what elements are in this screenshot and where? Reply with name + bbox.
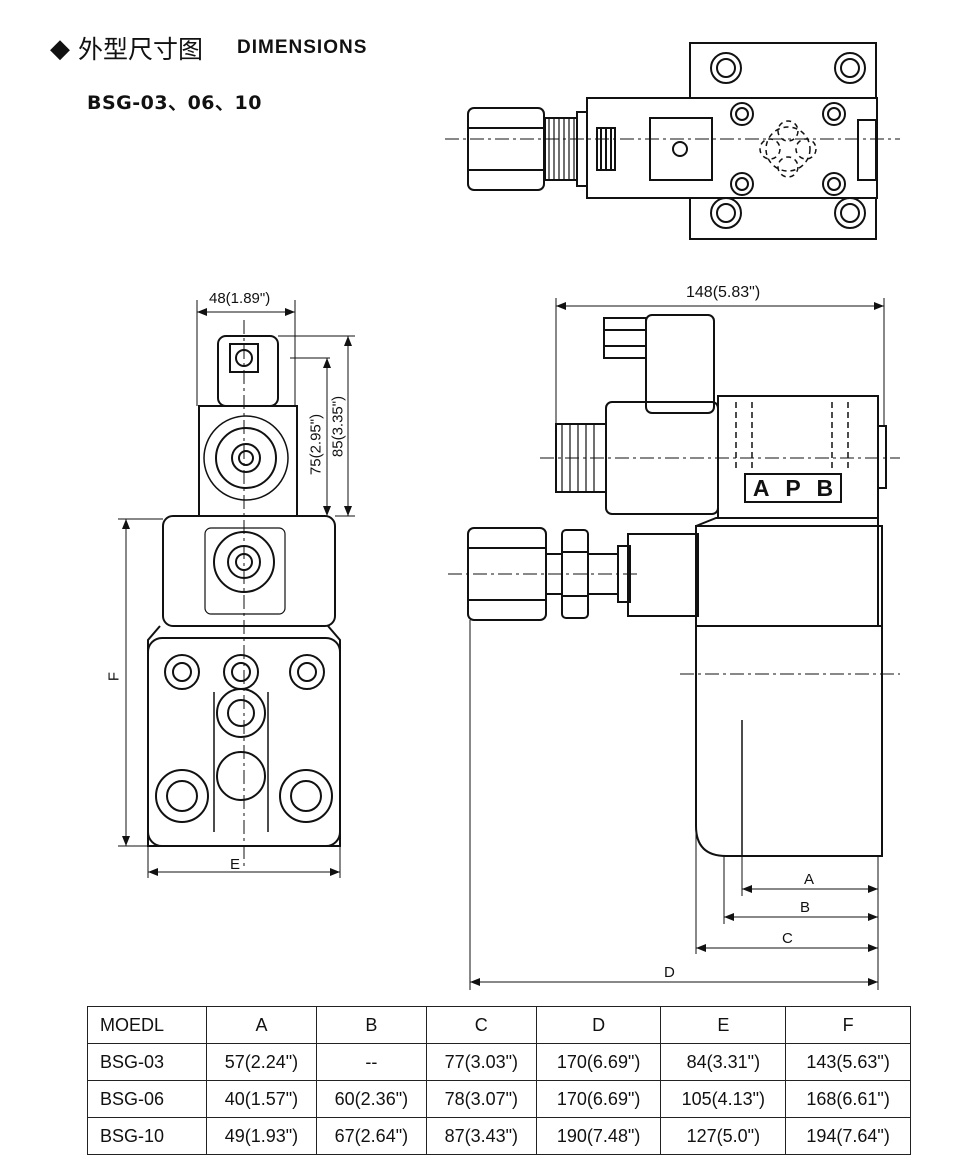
- table-row: BSG-06 40(1.57") 60(2.36") 78(3.07") 170…: [87, 1080, 911, 1118]
- table-header-row: MOEDL A B C D E F: [87, 1006, 911, 1044]
- top-view-bolt-holes: [710, 52, 866, 229]
- dimension-drawing: [118, 42, 900, 990]
- title-chinese: 外型尺寸图: [78, 35, 204, 64]
- table-cell: 77(3.03"): [425, 1043, 537, 1081]
- dim-label-A: A: [804, 871, 815, 888]
- table-cell: 78(3.07"): [425, 1080, 537, 1118]
- dim-label-B: B: [800, 899, 811, 916]
- table-cell: BSG-03: [87, 1043, 207, 1081]
- table-cell: 67(2.64"): [315, 1117, 427, 1155]
- table-cell: --: [315, 1043, 427, 1081]
- table-cell: 190(7.48"): [535, 1117, 662, 1155]
- dim-label-C: C: [782, 930, 793, 947]
- dim-label-75: 75(2.95"): [307, 413, 325, 476]
- side-view-connector: [645, 314, 715, 414]
- dim-label-E: E: [230, 856, 241, 873]
- table-cell: 143(5.63"): [785, 1043, 911, 1081]
- table-cell: BSG-10: [87, 1117, 207, 1155]
- dim-label-48: 48(1.89"): [209, 290, 271, 307]
- side-view-main-body: [695, 626, 883, 857]
- table-header-cell: F: [785, 1006, 911, 1044]
- table-header-cell: C: [425, 1006, 537, 1044]
- table-header-cell: E: [660, 1006, 787, 1044]
- table-cell: 57(2.24"): [206, 1043, 317, 1081]
- table-cell: 127(5.0"): [660, 1117, 787, 1155]
- dim-label-85: 85(3.35"): [329, 395, 347, 458]
- table-cell: BSG-06: [87, 1080, 207, 1118]
- table-cell: 60(2.36"): [315, 1080, 427, 1118]
- dim-label-148: 148(5.83"): [686, 284, 761, 301]
- dimensions-table: MOEDL A B C D E F BSG-03 57(2.24") -- 77…: [87, 1006, 911, 1155]
- top-view-solenoid: [649, 117, 713, 181]
- port-label-p: P: [785, 474, 801, 501]
- top-view-adjust-knob: [467, 107, 545, 191]
- table-row: BSG-03 57(2.24") -- 77(3.03") 170(6.69")…: [87, 1043, 911, 1081]
- title-english: DIMENSIONS: [237, 37, 368, 58]
- front-view-pilot-body: [162, 515, 336, 627]
- table-cell: 84(3.31"): [660, 1043, 787, 1081]
- diamond-bullet-icon: ◆: [50, 33, 70, 63]
- side-view-port-plate: [744, 473, 842, 503]
- top-view-knurl: [544, 117, 578, 181]
- front-view: [118, 300, 355, 878]
- table-header-cell: A: [206, 1006, 317, 1044]
- model-list: BSG-03、06、10: [87, 92, 262, 114]
- table-cell: 194(7.64"): [785, 1117, 911, 1155]
- table-cell: 49(1.93"): [206, 1117, 317, 1155]
- port-labels: A P B: [745, 474, 841, 502]
- port-label-b: B: [816, 474, 834, 501]
- table-header-cell: MOEDL: [87, 1006, 207, 1044]
- top-view: [445, 42, 900, 240]
- table-cell: 170(6.69"): [535, 1043, 662, 1081]
- section-header: ◆ 外型尺寸图 DIMENSIONS: [50, 30, 367, 66]
- table-header-cell: B: [315, 1006, 427, 1044]
- table-cell: 105(4.13"): [660, 1080, 787, 1118]
- dim-label-F: F: [105, 671, 123, 682]
- table-cell: 168(6.61"): [785, 1080, 911, 1118]
- side-view: [448, 298, 900, 990]
- table-cell: 170(6.69"): [535, 1080, 662, 1118]
- dim-label-D: D: [664, 964, 675, 981]
- table-header-cell: D: [535, 1006, 662, 1044]
- table-row: BSG-10 49(1.93") 67(2.64") 87(3.43") 190…: [87, 1117, 911, 1155]
- table-cell: 40(1.57"): [206, 1080, 317, 1118]
- table-cell: 87(3.43"): [425, 1117, 537, 1155]
- front-view-ports: [155, 654, 333, 823]
- port-label-a: A: [752, 474, 770, 501]
